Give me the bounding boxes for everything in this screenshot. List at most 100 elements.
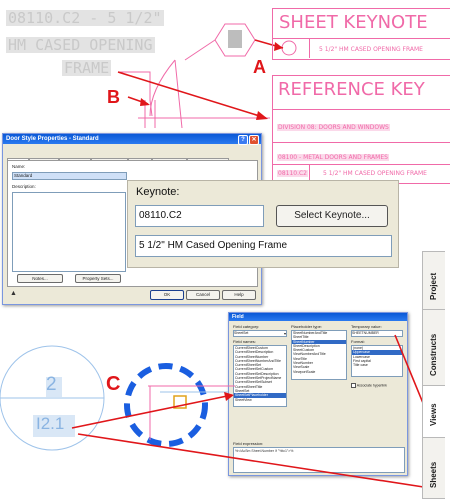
- description-field[interactable]: [12, 192, 126, 272]
- select-keynote-button[interactable]: Select Keynote...: [276, 205, 388, 227]
- field-category-value: SheetSet: [234, 331, 249, 335]
- name-label: Name:: [12, 164, 26, 169]
- ref-divider-3: [273, 164, 450, 165]
- ref-divider-1: [273, 109, 450, 110]
- field-expression-box[interactable]: %<\AcSm Sheet.Number \f "%tc1">%: [233, 447, 405, 473]
- field-dialog-title: Field: [232, 314, 244, 320]
- placeholder-item[interactable]: ViewNumberAndTitle: [293, 352, 326, 357]
- ok-button[interactable]: OK: [150, 290, 184, 300]
- field-name-item[interactable]: SheetView: [235, 397, 252, 402]
- notes-button[interactable]: Notes...: [17, 274, 63, 283]
- close-icon[interactable]: ✕: [249, 135, 259, 145]
- placeholder-item[interactable]: SheetDescription: [293, 343, 320, 348]
- help-title-icon[interactable]: ?: [238, 135, 248, 145]
- palette-tab-constructs-label: Constructs: [429, 333, 438, 376]
- format-item[interactable]: Title case: [353, 363, 368, 368]
- reference-keynote-legend: REFERENCE KEY DIVISION 08: DOORS AND WIN…: [272, 75, 450, 184]
- field-name-item[interactable]: CurrentSheetSetCustom: [235, 367, 274, 372]
- placeholder-item[interactable]: SheetNumber: [292, 339, 346, 344]
- ref-divider-2: [273, 142, 450, 143]
- description-label: Description:: [12, 184, 36, 189]
- field-name-item[interactable]: CurrentSheetSetDescription: [235, 371, 279, 376]
- field-name-item[interactable]: CurrentSheetDescription: [235, 350, 274, 355]
- field-name-item[interactable]: SheetSet: [235, 388, 250, 393]
- palette-tab-sheets-label: Sheets: [429, 461, 438, 488]
- reference-keynote-row2: 08100 - METAL DOORS AND FRAMES: [277, 154, 389, 161]
- field-category-select[interactable]: SheetSet ▾: [233, 330, 287, 337]
- palette-tab-project-label: Project: [429, 272, 438, 300]
- placeholder-item[interactable]: ViewportScale: [293, 369, 316, 374]
- format-item[interactable]: First capital: [353, 358, 371, 363]
- door-style-dialog-title: Door Style Properties - Standard: [6, 136, 99, 142]
- keynote-panel: Keynote: 08110.C2 Select Keynote... 5 1/…: [127, 180, 399, 268]
- placeholder-item[interactable]: SheetCustom: [293, 348, 315, 353]
- temp-value-field[interactable]: SHEETNUMBER: [351, 330, 403, 337]
- field-name-item[interactable]: CurrentSheetSetProjectName: [235, 376, 282, 381]
- sheet-keynote-divider: [273, 38, 450, 39]
- field-expression-value: %<\AcSm Sheet.Number \f "%tc1">%: [235, 449, 294, 453]
- callout-bubble-sheet: I2.1: [36, 414, 65, 433]
- reference-keynote-row3-text: 5 1/2" HM CASED OPENING FRAME: [323, 170, 427, 177]
- callout-a: A: [253, 57, 266, 77]
- placeholder-item[interactable]: SheetNumberAndTitle: [293, 331, 328, 335]
- format-item[interactable]: Uppercase: [352, 350, 402, 355]
- cancel-button[interactable]: Cancel: [186, 290, 220, 300]
- field-dialog: Field Field category: SheetSet ▾ Field n…: [228, 312, 408, 476]
- format-item[interactable]: Lowercase: [353, 354, 370, 359]
- autocad-logo-icon: ▲: [10, 290, 17, 297]
- chevron-down-icon: ▾: [283, 331, 286, 336]
- cad-hexagon-tag: [117, 23, 297, 129]
- placeholder-item[interactable]: SheetTitle: [293, 335, 309, 340]
- format-item[interactable]: (none): [353, 346, 364, 350]
- format-label: Format:: [351, 339, 365, 344]
- palette-tab-project[interactable]: Project: [422, 251, 445, 311]
- palette-tab-sheets[interactable]: Sheets: [422, 437, 445, 499]
- keynote-description-field[interactable]: 5 1/2" HM Cased Opening Frame: [135, 235, 392, 257]
- associate-hyperlink-label: Associate hyperlink: [356, 383, 387, 388]
- callout-b: B: [107, 87, 120, 107]
- palette-tab-constructs[interactable]: Constructs: [422, 309, 445, 387]
- reference-keynote-row1: DIVISION 08: DOORS AND WINDOWS: [277, 124, 390, 131]
- property-sets-button[interactable]: Property Sets...: [75, 274, 121, 283]
- reference-keynote-row3-code: 08110.C2: [277, 170, 309, 177]
- placeholder-label: Placeholder type:: [291, 324, 322, 329]
- palette-tab-views-label: Views: [429, 403, 438, 426]
- palette-tab-views[interactable]: Views: [422, 385, 445, 439]
- name-field[interactable]: Standard: [12, 172, 127, 180]
- sheet-keynote-title: SHEET KEYNOTE: [279, 12, 428, 33]
- door-style-title-bar: Door Style Properties - Standard ? ✕: [3, 134, 261, 145]
- cad-drawing-area: 08110.C2 - 5 1/2" HM CASED OPENING FRAME…: [0, 0, 450, 184]
- sheet-keynote-row-text: 5 1/2" HM CASED OPENING FRAME: [319, 46, 423, 53]
- temp-value-label: Temporary value:: [351, 324, 382, 329]
- field-title-bar: Field: [229, 313, 407, 321]
- help-button[interactable]: Help: [222, 290, 256, 300]
- ref-col-divider: [309, 164, 310, 183]
- callout-bubble-number: 2: [46, 374, 57, 395]
- cad-tag-line1: 08110.C2 - 5 1/2": [6, 9, 164, 27]
- sheet-keynote-legend: SHEET KEYNOTE 5 1/2" HM CASED OPENING FR…: [272, 8, 450, 60]
- placeholder-item[interactable]: ViewNumber: [293, 361, 313, 366]
- field-name-item[interactable]: SheetSetPlaceholder: [234, 393, 286, 398]
- field-name-item[interactable]: CurrentSheetSetSubset: [235, 380, 272, 385]
- cad-tag-line3: FRAME: [62, 59, 112, 77]
- field-expression-label: Field expression:: [233, 441, 264, 446]
- placeholder-item[interactable]: ViewScale: [293, 365, 310, 370]
- field-name-item[interactable]: CurrentSheetNumberAndTitle: [235, 358, 281, 363]
- field-name-item[interactable]: CurrentSheetTitle: [235, 384, 263, 389]
- field-name-item[interactable]: CurrentSheetNumber: [235, 354, 269, 359]
- reference-keynote-title: REFERENCE KEY: [278, 79, 425, 100]
- keynote-label: Keynote:: [136, 186, 180, 198]
- keynote-field[interactable]: 08110.C2: [135, 205, 264, 227]
- placeholder-item[interactable]: ViewTitle: [293, 356, 308, 361]
- cad-tag-line2: HM CASED OPENING: [6, 36, 155, 54]
- field-category-label: Field category:: [233, 324, 260, 329]
- callout-graphics: [0, 334, 434, 492]
- sheet-keynote-col-divider: [309, 38, 310, 58]
- associate-hyperlink-checkbox[interactable]: Associate hyperlink: [351, 383, 387, 388]
- callout-c: C: [106, 373, 121, 395]
- field-name-item[interactable]: CurrentSheetCustom: [235, 346, 268, 350]
- field-name-item[interactable]: CurrentSheetSet: [235, 363, 262, 368]
